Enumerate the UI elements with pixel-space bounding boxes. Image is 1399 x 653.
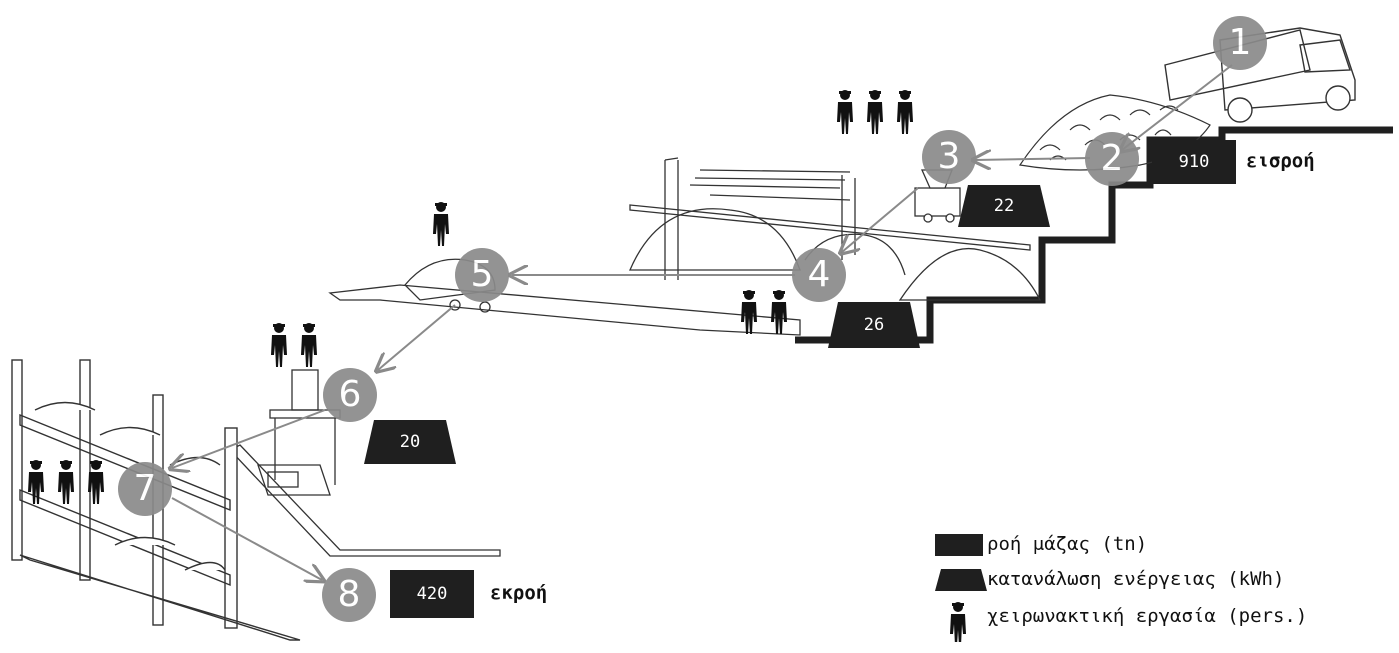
workers-stage4 xyxy=(741,290,787,334)
legend-energy: κατανάλωση ενέργειας (kWh) xyxy=(935,565,1375,593)
input-label: εισροή xyxy=(1246,150,1315,172)
arrow-5-6 xyxy=(378,304,456,370)
energy-stage6-value: 20 xyxy=(399,432,421,452)
legend-labor: χειρωνακτική εργασία (pers.) xyxy=(935,602,1375,642)
stage-4-marker: 4 xyxy=(792,248,846,302)
stage-1-marker: 1 xyxy=(1213,16,1267,70)
energy-stage4: 26 xyxy=(828,302,920,348)
energy-stage4-value: 26 xyxy=(863,315,885,335)
stage-3-marker: 3 xyxy=(922,130,976,184)
stage-6-marker: 6 xyxy=(323,368,377,422)
energy-stage6: 20 xyxy=(364,420,456,464)
arrow-1-2 xyxy=(1122,64,1233,150)
output-label: εκροή xyxy=(490,582,548,604)
workers-stage6 xyxy=(271,323,317,367)
drying-shed xyxy=(629,157,1042,301)
stage-2-marker: 2 xyxy=(1085,132,1139,186)
energy-stage3-value: 22 xyxy=(993,196,1015,216)
stage-7-marker: 7 xyxy=(118,462,172,516)
legend-mass-label: ροή μάζας (tn) xyxy=(987,533,1148,555)
arrow-3-4 xyxy=(842,187,919,252)
stage-8-marker: 8 xyxy=(322,568,376,622)
energy-swatch-icon xyxy=(935,569,987,591)
output-mass-box: 420 xyxy=(390,570,474,618)
workers-stage5 xyxy=(433,202,449,246)
flow-arrows xyxy=(171,64,1233,580)
mass-swatch-icon xyxy=(935,534,983,556)
legend-mass: ροή μάζας (tn) xyxy=(935,530,1375,558)
terrain-steps xyxy=(795,126,1393,344)
arrow-2-3 xyxy=(975,158,1091,160)
arrow-6-7 xyxy=(172,409,326,468)
arrow-7-8 xyxy=(171,497,322,580)
stage-5-marker: 5 xyxy=(455,248,509,302)
energy-stage3: 22 xyxy=(958,185,1050,227)
workers-stage3 xyxy=(837,90,913,134)
legend-energy-label: κατανάλωση ενέργειας (kWh) xyxy=(987,568,1285,590)
input-mass-box: 910 xyxy=(1152,140,1236,184)
legend-labor-label: χειρωνακτική εργασία (pers.) xyxy=(987,605,1308,627)
